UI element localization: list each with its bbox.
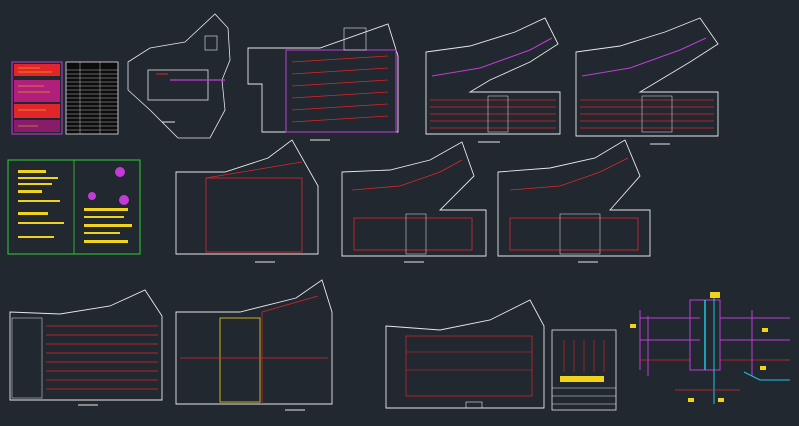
pipe-run — [291, 79, 389, 87]
parking-plan-b — [175, 279, 333, 411]
parking-plan-a — [9, 289, 163, 406]
typical-floor-plan-b — [575, 17, 719, 145]
pipe-run — [291, 103, 389, 111]
legend-sheet-red — [11, 61, 63, 135]
typical-floor-plan-a — [425, 17, 561, 143]
ground-floor-plan — [247, 23, 399, 141]
pipe-run — [291, 55, 389, 63]
roof-plan — [385, 299, 545, 409]
floor-plan-c — [341, 141, 487, 263]
floor-plan-d — [497, 139, 651, 263]
schedule-table — [65, 61, 119, 135]
pipe-run — [291, 91, 389, 99]
site-plan — [127, 13, 231, 139]
pipe-run — [291, 67, 389, 75]
riser-diagram — [630, 292, 790, 404]
basement-plan — [175, 139, 319, 263]
detail-sheet — [551, 329, 617, 411]
general-notes-sheet — [7, 159, 141, 255]
pipe-run — [291, 115, 389, 123]
